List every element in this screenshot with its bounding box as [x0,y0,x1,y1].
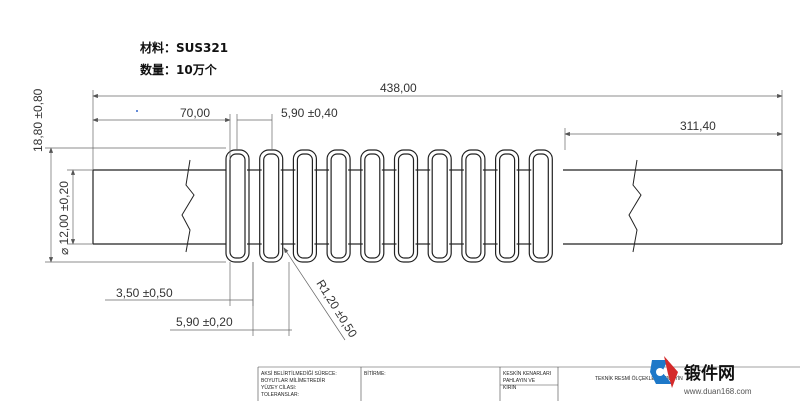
dimension-lines [45,90,783,341]
right-break-line [628,159,642,253]
convolution-inner [229,153,246,259]
convolution-outer [360,149,385,263]
reference-dot [136,110,138,112]
bellows-tube [92,149,783,263]
dim-radius-text: R1,20 ±0,50 [313,277,360,340]
convolution-inner [431,153,448,259]
convolution-inner [296,153,313,259]
dim-radius-leader [283,247,346,341]
tb-units: BOYUTLAR MİLİMETREDİR [261,377,326,384]
convolution-outer [259,149,284,263]
dim-total-text: 438,00 [380,81,417,95]
logo-name: 锻件网 [684,363,735,384]
convolution-outer [292,149,317,263]
dim-right-text: 311,40 [680,119,716,133]
convolution-outer [528,149,553,263]
tb-tolerances: TOLERANSLAR: [261,392,299,398]
convolution-inner [397,153,415,259]
dim-inner-text: ⌀ 12,00 ±0,20 [57,181,71,255]
convolution-outer [427,149,452,263]
tb-general: AKSİ BELİRTİLMEDİĞİ SÜRECE: [261,370,337,377]
left-break-line [181,159,195,253]
tb-finish: BİTİRME: [364,370,386,377]
dim-pitch-top-text: 5,90 ±0,40 [281,106,338,120]
tb-edges-2: PAHLAYIN VE [503,378,536,384]
corrugation-group [225,149,553,263]
material-note: 材料：SUS321 [139,40,228,55]
convolution-outer [495,149,520,263]
tb-surface: YÜZEY CİLASI: [261,384,296,391]
quantity-note: 数量：10万个 [140,62,218,77]
dim-left-text: 70,00 [180,106,210,120]
convolution-outer [393,149,419,263]
tb-edges-1: KESKİN KENARLARI [503,370,551,377]
convolution-inner [465,153,482,259]
convolution-outer [461,149,486,263]
convolution-outer [326,149,351,263]
convolution-inner [499,153,516,259]
convolution-inner [263,153,280,259]
dim-outer-text: 18,80 ±0,80 [31,88,45,152]
watermark-logo: 锻件网 www.duan168.com [650,356,752,396]
tb-edges-3: KIRIN [503,385,517,391]
dim-groove-text: 3,50 ±0,50 [116,286,173,300]
logo-mark-icon [650,356,678,388]
convolution-inner [330,153,347,259]
convolution-outer [225,149,250,263]
logo-url: www.duan168.com [683,387,752,396]
convolution-inner [364,153,381,259]
tb-drawing-note: TEKNİK RESMİ ÖLÇEKLENDİRMEYİN [595,375,683,382]
convolution-inner [532,153,549,259]
title-block [257,366,800,401]
dim-pitch-bottom-text: 5,90 ±0,20 [176,315,233,329]
